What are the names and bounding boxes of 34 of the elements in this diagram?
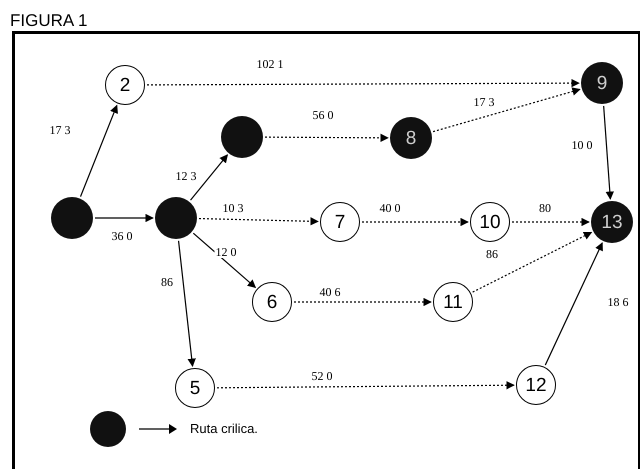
arrow <box>80 104 118 197</box>
edge-label: 80 <box>538 202 552 214</box>
edge-label: 102 1 <box>256 58 284 70</box>
arrow <box>472 232 592 293</box>
edge-label: 18 6 <box>606 296 630 308</box>
edge-label: 40 0 <box>378 202 402 214</box>
arrow <box>217 381 515 390</box>
edge-label: 36 0 <box>110 230 134 242</box>
arrow <box>192 232 256 288</box>
arrow <box>294 298 432 306</box>
arrow <box>198 217 319 226</box>
arrow <box>190 154 228 201</box>
edge-label: 12 0 <box>214 246 238 258</box>
edge-label: 10 3 <box>222 202 244 214</box>
arrow <box>603 106 614 200</box>
edge-label: 17 3 <box>48 124 72 136</box>
edge-label: 10 0 <box>570 139 594 151</box>
edge-label: 52 0 <box>310 370 334 382</box>
legend-label: Ruta crilica. <box>190 420 258 438</box>
arrow <box>265 134 389 142</box>
arrow <box>147 78 580 88</box>
edge-label: 86 <box>160 276 174 288</box>
arrow <box>432 87 581 132</box>
edge-label: 17 3 <box>472 96 496 108</box>
arrow <box>95 214 154 222</box>
edge-label: 56 0 <box>312 109 334 121</box>
arrow <box>362 218 469 226</box>
diagram-title: FIGURA 1 <box>10 12 88 29</box>
node-note: 86 <box>485 248 499 260</box>
edge-label: 12 3 <box>174 170 198 182</box>
arrow <box>178 240 196 367</box>
arrow <box>512 218 590 226</box>
arrow <box>544 242 603 366</box>
edge-label: 40 6 <box>318 286 342 298</box>
